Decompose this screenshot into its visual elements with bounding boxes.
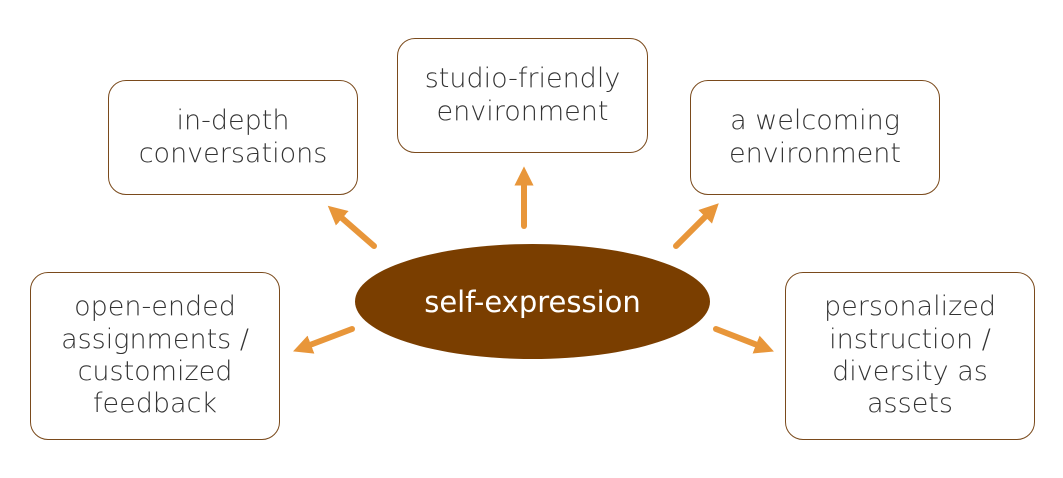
arrow-to-in-depth: [327, 205, 377, 249]
arrow-to-open-ended: [293, 326, 355, 354]
node-label: a welcoming environment: [729, 105, 901, 169]
node-open-ended-assignments: open-ended assignments / customized feed…: [30, 272, 280, 440]
node-label: in-depth conversations: [138, 105, 328, 169]
center-label: self-expression: [424, 284, 641, 319]
node-personalized-instruction: personalized instruction / diversity as …: [785, 272, 1035, 440]
node-label: studio-friendly environment: [424, 63, 621, 127]
node-label: personalized instruction / diversity as …: [823, 291, 997, 420]
node-studio-friendly-environment: studio-friendly environment: [397, 38, 648, 153]
node-label: open-ended assignments / customized feed…: [61, 291, 249, 420]
node-welcoming-environment: a welcoming environment: [690, 80, 940, 195]
node-in-depth-conversations: in-depth conversations: [108, 80, 358, 195]
arrow-to-personalized: [713, 326, 774, 354]
center-node-self-expression: self-expression: [355, 244, 710, 359]
arrow-to-welcoming: [673, 203, 719, 249]
